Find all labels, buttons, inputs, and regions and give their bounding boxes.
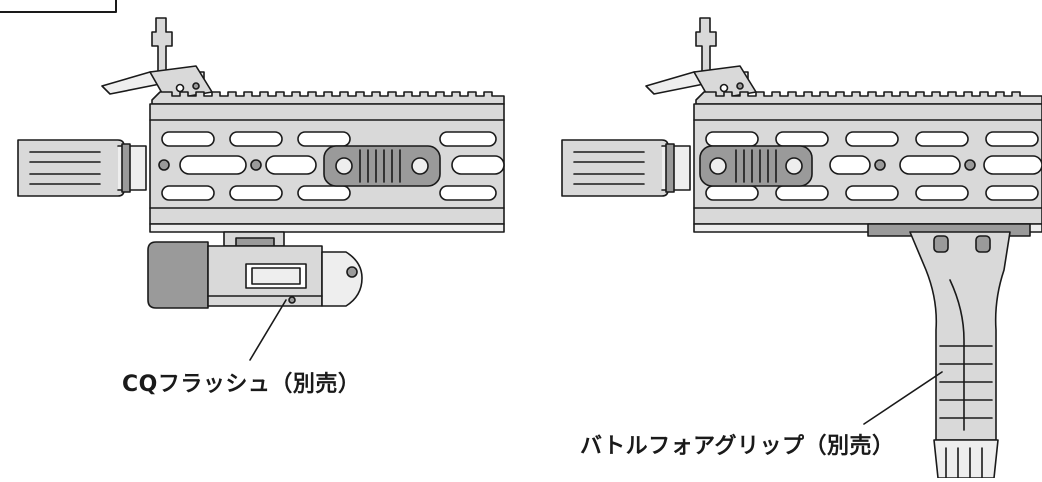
grip-leader-line (863, 371, 943, 425)
rifle-handguard-with-foregrip-icon (561, 17, 1042, 479)
corner-frame (0, 0, 117, 13)
top-rail-icon (151, 91, 505, 105)
handguard-icon (693, 103, 1042, 225)
top-rail-icon (695, 91, 1042, 105)
flashlight-label: CQフラッシュ（別売） (122, 372, 361, 397)
flashlight-leader-line (249, 299, 287, 361)
foregrip-label: バトルフォアグリップ（別売） (580, 434, 895, 459)
flashlight-icon (147, 231, 363, 309)
rail-cover-icon (699, 145, 813, 187)
rail-cover-icon (323, 145, 441, 187)
handguard-icon (149, 103, 505, 225)
front-sight-icon (101, 17, 213, 101)
flash-hider-icon (17, 139, 147, 197)
foregrip-icon (867, 223, 1031, 479)
rifle-handguard-with-flashlight-icon (17, 17, 505, 361)
flash-hider-icon (561, 139, 691, 197)
front-sight-icon (645, 17, 757, 101)
